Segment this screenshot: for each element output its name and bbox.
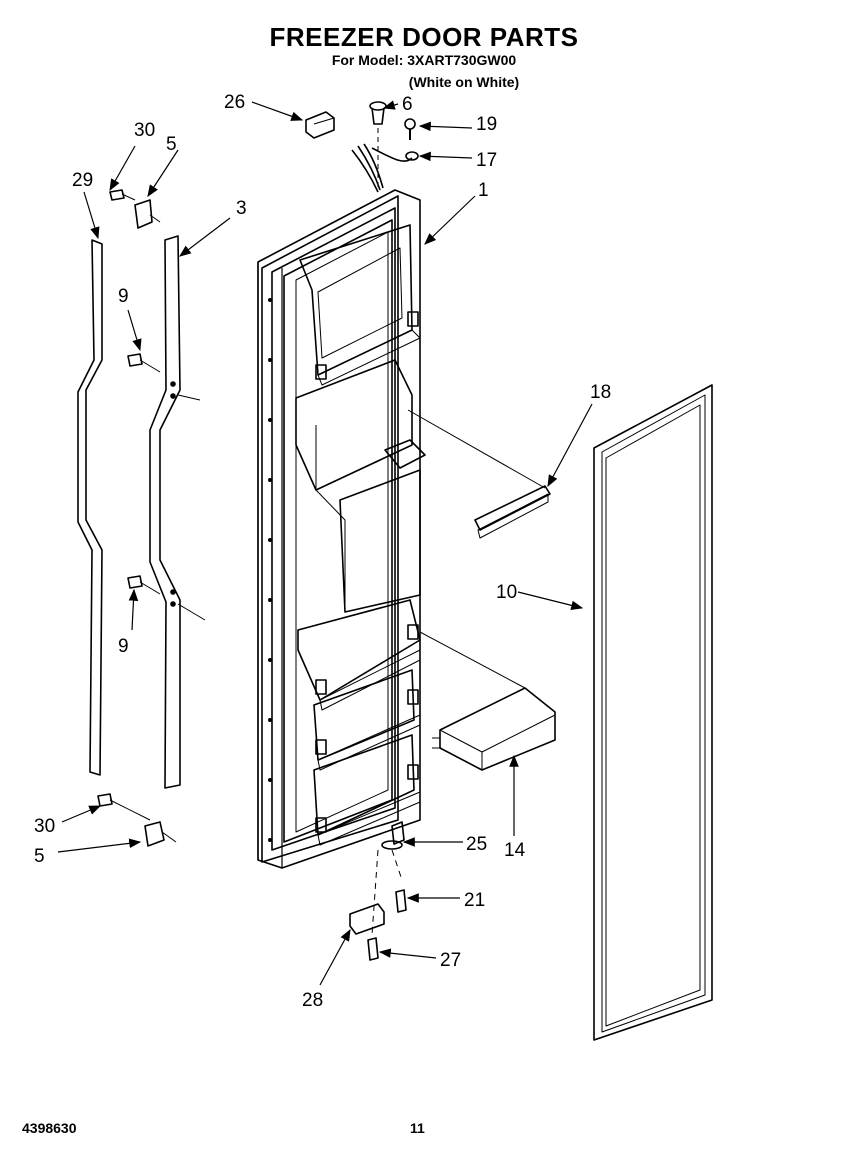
hinge-cap-part-5-top [134,199,161,229]
callout-29: 29 [72,170,93,191]
callout-17: 17 [476,150,497,171]
callout-9-upper: 9 [118,286,129,307]
callout-3: 3 [236,198,247,219]
callout-5-top: 5 [166,134,177,155]
screw-part-9-lower [127,575,161,595]
callout-21: 21 [464,890,485,911]
callout-27: 27 [440,950,461,971]
callout-30-bottom: 30 [34,816,55,837]
connector-part-26 [305,111,335,139]
callout-19: 19 [476,114,497,135]
model-subtitle: For Model: 3XART730GW00 [331,52,517,68]
door-panel-part-1 [257,189,426,869]
hinge-bracket-part-28 [349,903,385,935]
document-number: 4398630 [22,1120,77,1136]
leader-lines [57,100,593,986]
page-title: FREEZER DOOR PARTS [269,22,579,52]
trim-part-18 [407,409,551,539]
hinge-strip-part-3 [149,235,206,789]
plug-part-6 [369,101,387,190]
callout-10: 10 [496,582,517,603]
callout-30-top: 30 [134,120,155,141]
screw-part-21 [395,889,407,913]
screw-part-19 [404,118,416,140]
color-subtitle: (White on White) [408,74,520,90]
door-gasket-part-10 [593,384,713,1041]
callout-14: 14 [504,840,526,861]
door-edge-dots [268,298,272,842]
hinge-cap-part-5-bottom [144,821,177,847]
screw-part-9-upper [127,353,161,373]
callout-25: 25 [466,834,487,855]
screw-part-30-top [109,189,136,201]
callout-18: 18 [590,382,611,403]
callout-28: 28 [302,990,323,1011]
callout-9-lower: 9 [118,636,129,657]
gasket-strip-part-29 [77,239,103,776]
page-number: 11 [410,1120,425,1136]
callout-26: 26 [224,92,245,113]
screw-part-30-bottom [97,793,151,821]
screw-part-27 [367,937,379,961]
wire-harness-part-17 [351,143,419,193]
shelf-rail-part-14 [419,631,556,771]
callout-1: 1 [478,180,489,201]
callout-5-bottom: 5 [34,846,45,867]
callout-labels: 26 6 19 17 1 3 5 30 29 9 9 18 10 14 25 2… [34,92,611,1011]
callout-6: 6 [402,94,413,115]
